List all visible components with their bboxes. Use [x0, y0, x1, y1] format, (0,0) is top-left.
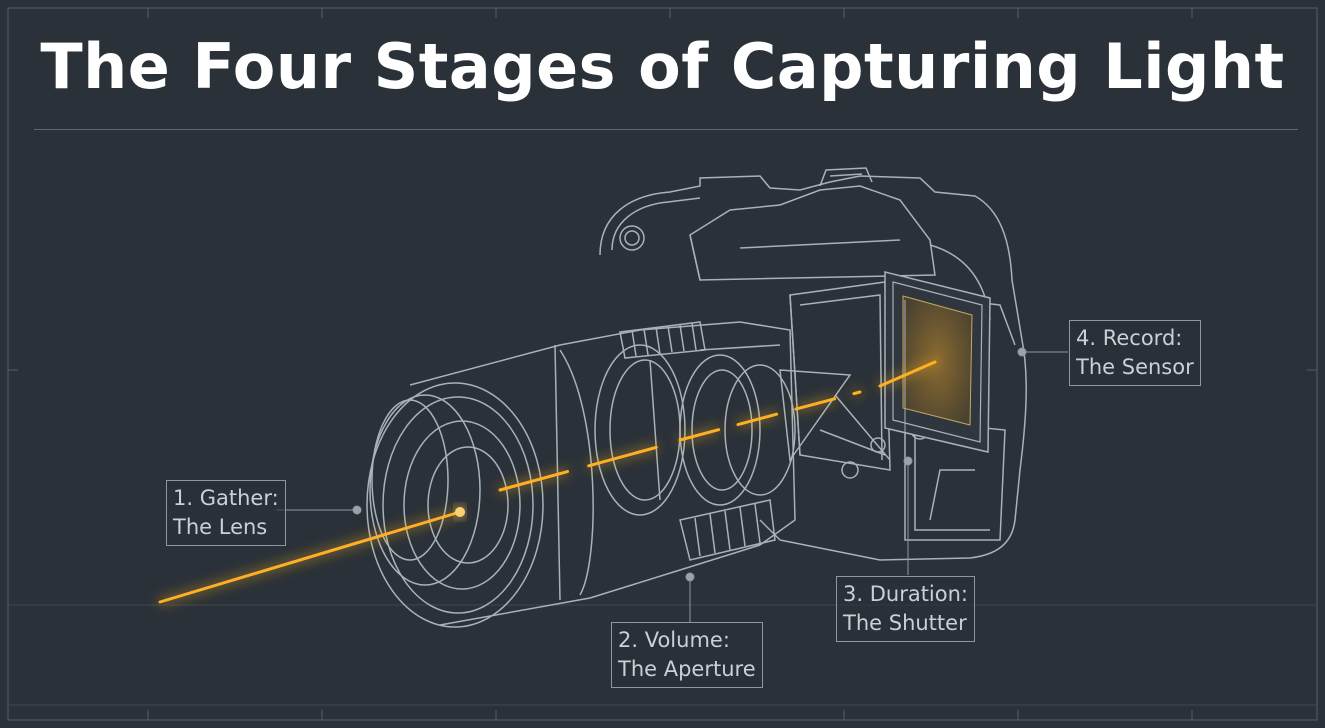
callout-shutter: 3. Duration: The Shutter	[836, 576, 975, 642]
title-divider	[34, 129, 1298, 130]
callout-lens-line1: 1. Gather:	[173, 486, 279, 510]
blueprint-frame	[7, 7, 1318, 721]
callout-lens-line2: The Lens	[173, 515, 268, 539]
lens-barrel	[366, 321, 796, 628]
callout-sensor: 4. Record: The Sensor	[1069, 320, 1201, 386]
page-title: The Four Stages of Capturing Light	[40, 30, 1285, 103]
light-beam	[158, 360, 937, 604]
callout-sensor-line2: The Sensor	[1076, 355, 1194, 379]
callout-aperture-line1: 2. Volume:	[618, 628, 730, 652]
callout-shutter-line1: 3. Duration:	[843, 582, 968, 606]
callout-shutter-line2: The Shutter	[843, 611, 967, 635]
callout-aperture: 2. Volume: The Aperture	[611, 622, 763, 688]
callout-sensor-line1: 4. Record:	[1076, 326, 1183, 350]
callout-aperture-line2: The Aperture	[618, 657, 756, 681]
callout-lens: 1. Gather: The Lens	[166, 480, 286, 546]
leader-lines	[276, 347, 1068, 622]
sensor	[884, 271, 991, 480]
